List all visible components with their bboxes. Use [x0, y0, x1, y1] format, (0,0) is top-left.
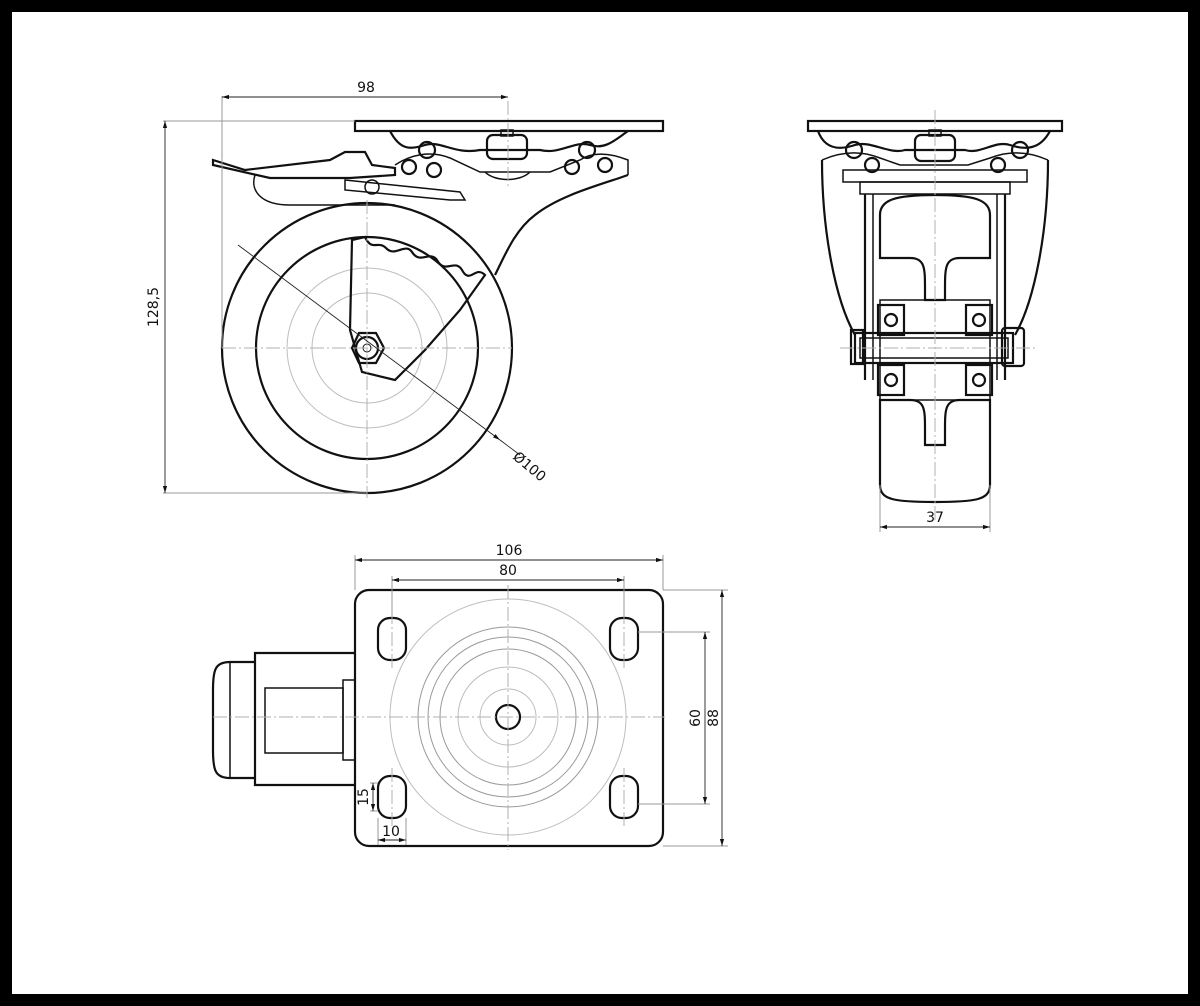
side-top-plate [353, 119, 665, 133]
bearing-ball [563, 158, 581, 176]
roller-bearing [876, 363, 906, 397]
bearing-ball [417, 140, 437, 160]
dim-diameter-line [237, 244, 501, 441]
side-swivel-housing [389, 130, 629, 153]
dim-80-label: 80 [499, 563, 517, 579]
dim-128-label: 128,5 [146, 287, 162, 327]
side-swivel-lower [394, 153, 629, 175]
side-view-dimensions: 98 128,5 Ø100 [146, 80, 549, 493]
dim-98-label: 98 [357, 80, 375, 96]
bearing-ball [425, 161, 443, 179]
fork-leg-right [1014, 159, 1050, 336]
wheel-section-upper [878, 193, 992, 302]
top-brake-housing [253, 651, 355, 787]
brake-lever [344, 179, 467, 201]
fork-side-plate [348, 235, 487, 382]
bearing-ball [577, 140, 597, 160]
brake-pedal [211, 150, 397, 180]
fork-leg-left [820, 159, 856, 336]
roller-bearing [964, 303, 994, 337]
fork-leg [494, 173, 629, 276]
top-brake-pedal [211, 660, 255, 780]
drawing-sheet [12, 12, 1188, 994]
dim-88-label: 88 [706, 709, 722, 727]
dim-106-label: 106 [496, 543, 523, 559]
side-view [163, 96, 665, 498]
top-view-dimensions: 106 80 60 88 15 10 [355, 543, 725, 846]
dim-10-label: 10 [382, 824, 400, 840]
top-view [211, 555, 728, 850]
side-king-pin [485, 133, 529, 161]
fork-upper [253, 174, 395, 206]
bearing-ball [400, 158, 418, 176]
dim-diameter-label: Ø100 [509, 449, 548, 486]
top-mounting-plate [353, 588, 665, 848]
dim-37-label: 37 [926, 510, 944, 526]
roller-bearing [876, 303, 906, 337]
front-view: 37 [806, 110, 1064, 532]
dim-60-label: 60 [688, 709, 704, 727]
bearing-ball [596, 156, 614, 174]
roller-bearing [964, 363, 994, 397]
front-axle-nut [1000, 326, 1026, 368]
dim-15-label: 15 [356, 788, 372, 806]
